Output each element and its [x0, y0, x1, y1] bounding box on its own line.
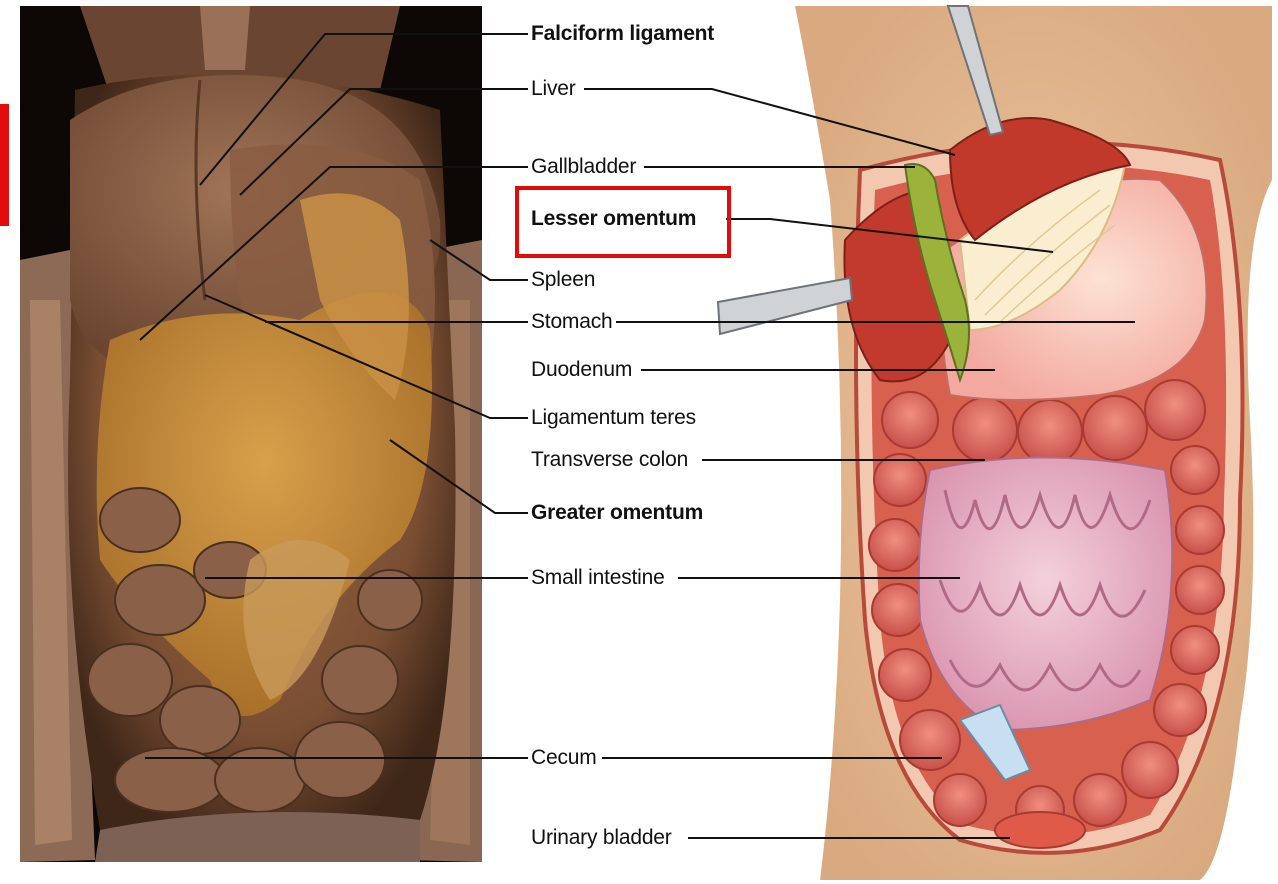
- illustration: [718, 6, 1272, 880]
- label-urinary-bladder: Urinary bladder: [531, 826, 672, 850]
- label-cecum: Cecum: [531, 746, 597, 770]
- label-falciform-ligament: Falciform ligament: [531, 22, 714, 46]
- highlight-box-lesser-omentum: [515, 186, 731, 258]
- illus-urinary-bladder: [995, 812, 1085, 848]
- cadaver-photo: [20, 6, 482, 862]
- illus-small-intestine: [919, 458, 1173, 731]
- label-small-intestine: Small intestine: [531, 566, 665, 590]
- label-stomach: Stomach: [531, 310, 612, 334]
- label-greater-omentum: Greater omentum: [531, 501, 703, 525]
- left-edge-marker: [0, 104, 9, 226]
- label-ligamentum-teres: Ligamentum teres: [531, 406, 696, 430]
- label-spleen: Spleen: [531, 268, 595, 292]
- label-liver: Liver: [531, 77, 576, 101]
- label-gallbladder: Gallbladder: [531, 155, 636, 179]
- label-transverse-colon: Transverse colon: [531, 448, 688, 472]
- label-duodenum: Duodenum: [531, 358, 632, 382]
